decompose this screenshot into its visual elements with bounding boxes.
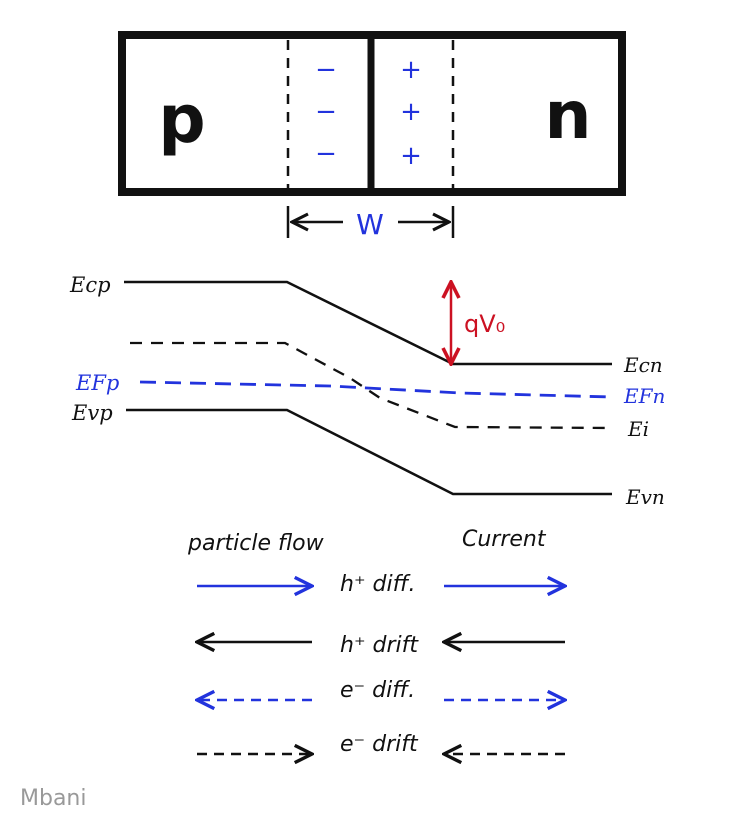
signature: Mbani [20, 786, 86, 811]
conduction-band-edge [124, 280, 612, 366]
band-diagram: qV₀ Ecp Ecn EFp EFn Evp Ei Evn [69, 273, 665, 509]
depletion-width-label: W [356, 208, 384, 241]
evp-label: Evp [71, 401, 113, 425]
negative-charge: − [315, 139, 337, 169]
valence-band-edge [126, 408, 612, 496]
junction-block: p n − − − + + + [118, 31, 626, 196]
particle-flow-header: particle flow [187, 531, 325, 556]
fermi-level [139, 380, 613, 399]
evn-label: Evn [625, 485, 665, 509]
flow-row-label: h⁺ drift [340, 633, 419, 658]
flow-row-label: h⁺ diff. [340, 572, 416, 597]
barrier-label: qV₀ [464, 310, 505, 338]
current-header: Current [462, 527, 547, 552]
positive-charge: + [400, 55, 422, 85]
flow-row-label: e⁻ diff. [340, 678, 415, 703]
efp-label: EFp [75, 371, 119, 395]
ecn-label: Ecn [623, 353, 663, 377]
ei-label: Ei [627, 417, 649, 441]
flow-arrows [197, 586, 565, 754]
negative-charge: − [315, 97, 337, 127]
intrinsic-level [130, 341, 613, 430]
p-region-label: p [158, 81, 205, 158]
positive-charge: + [400, 141, 422, 171]
flow-row-label: e⁻ drift [340, 732, 419, 757]
ecp-label: Ecp [69, 273, 111, 297]
flow-legend: particle flow Current h⁺ diff. h⁺ drift … [187, 527, 565, 757]
n-region-label: n [545, 77, 592, 154]
positive-charge: + [400, 97, 422, 127]
negative-charge: − [315, 55, 337, 85]
efn-label: EFn [623, 384, 665, 408]
depletion-width-dimension: W [286, 206, 455, 241]
